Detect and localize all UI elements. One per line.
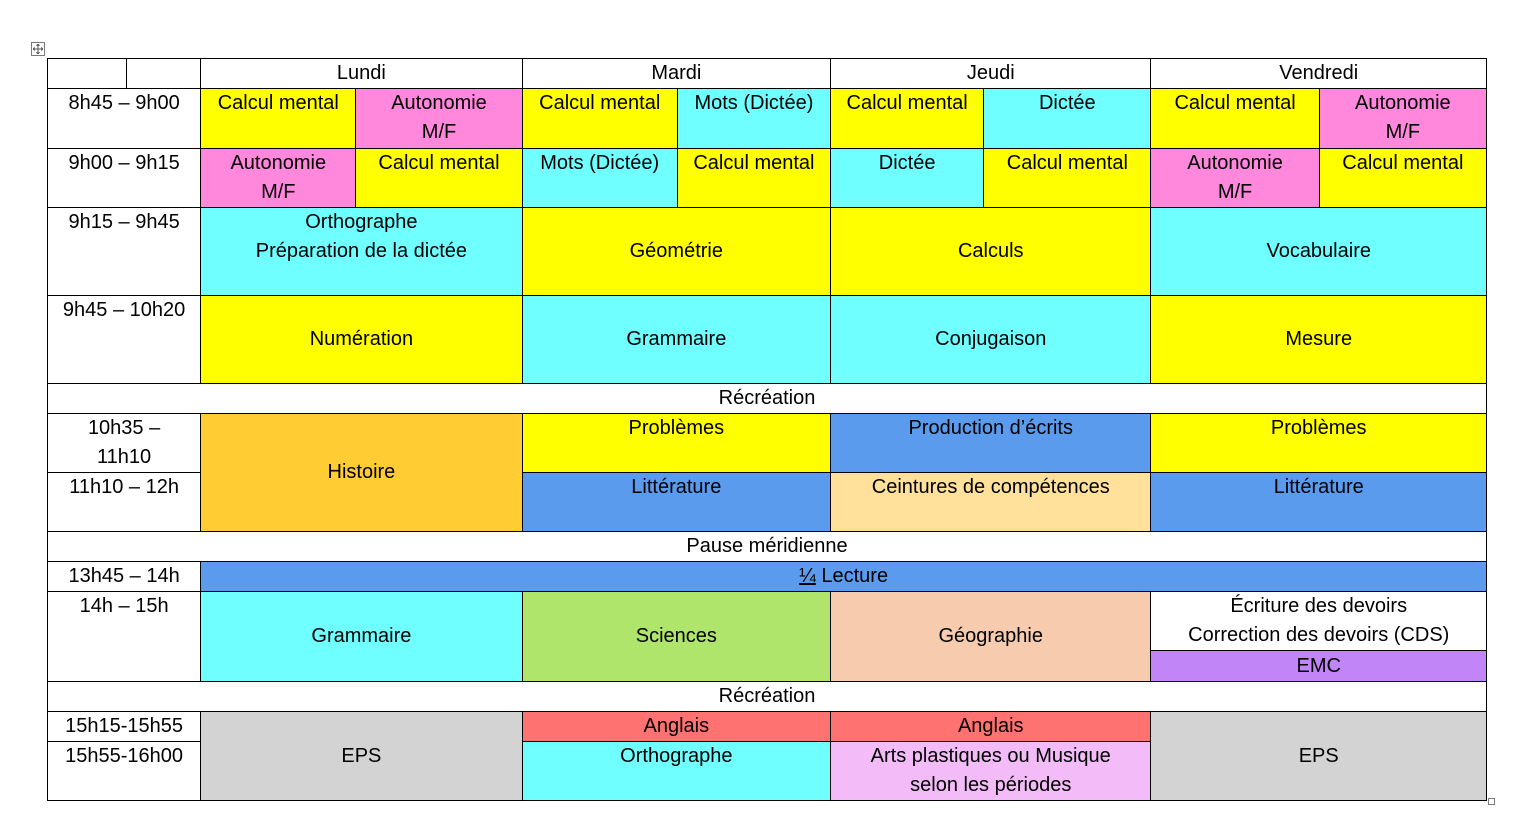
lesson-cell[interactable]: Calculs <box>830 207 1152 296</box>
lesson-cell[interactable]: Littérature <box>521 472 832 532</box>
day-header-lundi[interactable]: Lundi <box>200 58 523 89</box>
lesson-cell[interactable]: Problèmes <box>521 413 832 473</box>
lesson-cell[interactable]: Mots (Dictée) <box>521 148 678 208</box>
time-cell[interactable]: 15h55-16h00 <box>46 741 202 801</box>
table-resize-handle[interactable] <box>1488 798 1495 805</box>
table-row: 9h00 – 9h15 Autonomie M/F Calcul mental … <box>46 148 1488 208</box>
fraction-label: ¼ <box>799 565 816 587</box>
lesson-cell[interactable]: Problèmes <box>1150 413 1487 473</box>
lesson-cell[interactable]: Vocabulaire <box>1150 207 1487 296</box>
corner-cell-left[interactable] <box>46 58 128 89</box>
lesson-label: Lecture <box>815 565 889 587</box>
lesson-cell[interactable]: Autonomie M/F <box>1318 88 1488 149</box>
lesson-cell[interactable]: Autonomie M/F <box>1150 148 1320 208</box>
lesson-cell[interactable]: Conjugaison <box>830 295 1152 384</box>
table-row: 8h45 – 9h00 Calcul mental Autonomie M/F … <box>46 88 1488 149</box>
lesson-cell[interactable]: Calcul mental <box>355 148 523 208</box>
lesson-cell[interactable]: Anglais <box>521 711 832 742</box>
lesson-cell[interactable]: Production d’écrits <box>830 413 1152 473</box>
lesson-cell[interactable]: Mots (Dictée) <box>676 88 832 149</box>
lesson-cell[interactable]: Orthographe Préparation de la dictée <box>200 207 523 296</box>
lesson-cell[interactable]: Mesure <box>1150 295 1487 384</box>
day-header-mardi[interactable]: Mardi <box>521 58 832 89</box>
break-row: Pause méridienne <box>47 531 1487 562</box>
day-header-jeudi[interactable]: Jeudi <box>830 58 1152 89</box>
time-cell[interactable]: 11h10 – 12h <box>46 472 202 532</box>
lesson-cell[interactable]: Grammaire <box>200 591 523 682</box>
break-label[interactable]: Pause méridienne <box>47 531 1487 562</box>
lesson-cell[interactable]: Calcul mental <box>1150 88 1320 149</box>
table-row: 15h55-16h00 Orthographe Arts plastiques … <box>46 741 1487 801</box>
lesson-cell[interactable]: Géométrie <box>521 207 832 296</box>
table-row: 10h35 – 11h10 Histoire Problèmes Product… <box>46 413 1487 532</box>
lesson-cell[interactable]: EMC <box>1150 650 1487 682</box>
move-arrows-icon <box>33 44 43 54</box>
lesson-cell[interactable]: Orthographe <box>521 741 832 801</box>
table-row: 14h – 15h Grammaire Sciences Géographie … <box>46 591 1487 682</box>
lesson-cell[interactable]: Numération <box>200 295 523 384</box>
time-cell[interactable]: 9h45 – 10h20 <box>46 295 202 384</box>
table-row: 15h15-15h55 EPS Anglais Anglais EPS <box>46 711 1487 801</box>
lesson-cell[interactable]: Sciences <box>521 591 832 682</box>
time-cell[interactable]: 13h45 – 14h <box>46 561 202 592</box>
lesson-cell[interactable]: Calcul mental <box>521 88 678 149</box>
break-row: Récréation <box>47 681 1487 712</box>
lesson-cell[interactable]: Grammaire <box>521 295 832 384</box>
lesson-cell[interactable]: Calcul mental <box>830 88 985 149</box>
lesson-cell[interactable]: Anglais <box>830 711 1152 742</box>
time-cell[interactable]: 14h – 15h <box>46 591 202 682</box>
lesson-cell[interactable]: Calcul mental <box>676 148 832 208</box>
table-row: EMC <box>48 650 1487 682</box>
table-row: 13h45 – 14h ¼ Lecture <box>46 561 1487 592</box>
lesson-cell[interactable]: Littérature <box>1150 472 1487 532</box>
lesson-cell[interactable]: Calcul mental <box>200 88 357 149</box>
corner-cell-right[interactable] <box>126 58 202 89</box>
table-row: 11h10 – 12h Littérature Ceintures de com… <box>46 472 1487 532</box>
lesson-cell[interactable]: Autonomie M/F <box>355 88 523 149</box>
lesson-cell[interactable]: Arts plastiques ou Musique selon les pér… <box>830 741 1152 801</box>
break-label[interactable]: Récréation <box>47 383 1487 414</box>
lesson-cell[interactable]: Dictée <box>983 88 1152 149</box>
break-label[interactable]: Récréation <box>47 681 1487 712</box>
lesson-cell[interactable]: Dictée <box>830 148 985 208</box>
lesson-cell[interactable]: Écriture des devoirs Correction des devo… <box>1150 591 1487 651</box>
lesson-cell[interactable]: EPS <box>200 711 523 801</box>
lesson-cell[interactable]: Géographie <box>830 591 1152 682</box>
lesson-cell[interactable]: Ceintures de compétences <box>830 472 1152 532</box>
timetable: Lundi Mardi Jeudi Vendredi 8h45 – 9h00 C… <box>46 58 1488 801</box>
time-cell[interactable]: 10h35 – 11h10 <box>46 413 202 473</box>
table-row: 9h45 – 10h20 Numération Grammaire Conjug… <box>46 295 1487 384</box>
day-header-vendredi[interactable]: Vendredi <box>1150 58 1487 89</box>
lesson-cell[interactable]: EPS <box>1150 711 1487 801</box>
break-row: Récréation <box>47 383 1487 414</box>
header-row: Lundi Mardi Jeudi Vendredi <box>46 58 1487 89</box>
lesson-cell[interactable]: Autonomie M/F <box>200 148 357 208</box>
lesson-cell[interactable]: Histoire <box>200 413 523 532</box>
time-cell[interactable]: 8h45 – 9h00 <box>46 88 202 149</box>
time-cell[interactable]: 9h15 – 9h45 <box>46 207 202 296</box>
lesson-cell[interactable]: Calcul mental <box>983 148 1152 208</box>
time-cell[interactable]: 9h00 – 9h15 <box>46 148 202 208</box>
lesson-cell[interactable]: Calcul mental <box>1318 148 1488 208</box>
lesson-cell[interactable]: ¼ Lecture <box>200 561 1487 592</box>
table-move-handle[interactable] <box>31 42 45 56</box>
time-cell[interactable]: 15h15-15h55 <box>46 711 202 742</box>
table-row: 9h15 – 9h45 Orthographe Préparation de l… <box>46 207 1487 296</box>
